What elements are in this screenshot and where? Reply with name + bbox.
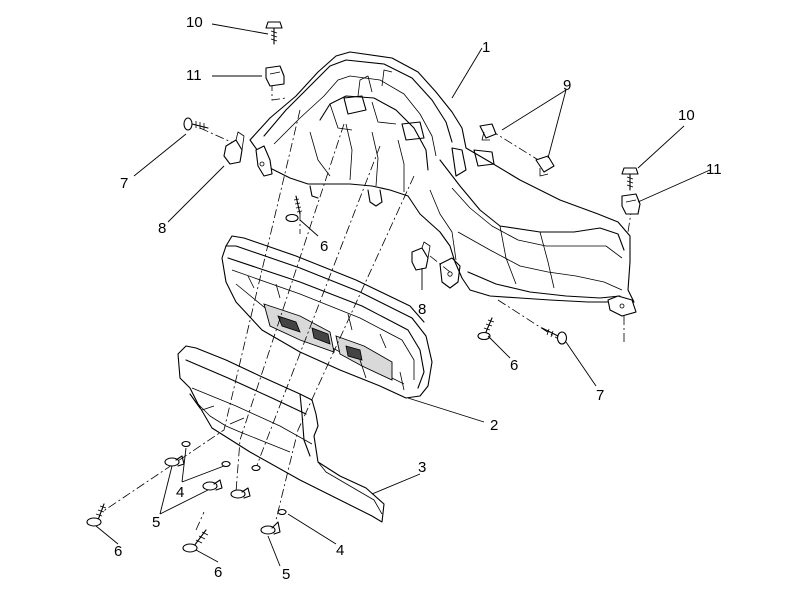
clip-8-right (411, 241, 431, 271)
screw-6-lower (182, 529, 209, 553)
callout-11: 11 (706, 161, 722, 178)
callout-4: 4 (336, 542, 345, 559)
callout-7: 7 (120, 175, 129, 192)
bolt-7-left (183, 117, 209, 131)
bolt-7-right (541, 327, 568, 345)
callout-10: 10 (678, 107, 695, 124)
callout-8: 8 (158, 220, 167, 237)
callout-6: 6 (114, 543, 123, 560)
callout-6: 6 (214, 564, 223, 581)
leader-lines (95, 23, 711, 567)
callout-7: 7 (596, 387, 605, 404)
callout-3: 3 (418, 459, 427, 476)
part-3-bracket-plate (177, 345, 385, 523)
pin-9-lower (535, 155, 555, 177)
screw-10-left (265, 21, 283, 45)
screw-6-middle (477, 317, 495, 341)
callout-1: 1 (482, 39, 491, 56)
screw-10-right (621, 167, 639, 191)
assembly-centerlines (101, 82, 633, 531)
pin-9-upper (479, 123, 497, 141)
callout-11: 11 (186, 67, 202, 84)
callout-5: 5 (282, 566, 291, 583)
callout-6: 6 (510, 357, 519, 374)
callout-6: 6 (320, 238, 329, 255)
callout-10: 10 (186, 14, 203, 31)
callout-2: 2 (490, 417, 499, 434)
clip-nut-11-left (265, 65, 285, 87)
screw-6-upper (285, 195, 303, 223)
part-2-instrument-cluster (221, 235, 433, 399)
washers-4 (181, 440, 287, 516)
callout-9: 9 (563, 77, 572, 94)
callout-5: 5 (152, 514, 161, 531)
callout-4: 4 (176, 484, 185, 501)
clip-nut-11-right (621, 193, 641, 215)
screw-6-lower-left (86, 503, 107, 527)
part-1-cover-shell (249, 51, 637, 317)
callout-8: 8 (418, 301, 427, 318)
clip-8-left (223, 131, 245, 165)
pins-5 (164, 455, 281, 535)
